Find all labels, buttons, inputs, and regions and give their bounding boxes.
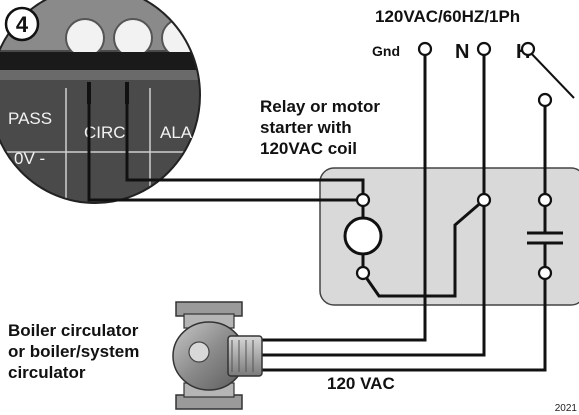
neutral-label: N xyxy=(455,41,469,63)
neutral-terminal xyxy=(476,41,492,57)
hot-switch-terminal xyxy=(537,92,553,108)
pump-label-line1: Boiler circulator xyxy=(8,321,139,340)
pump-label-line3: circulator xyxy=(8,363,86,382)
relay-label-line3: 120VAC coil xyxy=(260,139,357,158)
gnd-terminal xyxy=(417,41,433,57)
step-number: 4 xyxy=(16,12,29,37)
circ-contact-right xyxy=(125,82,129,104)
figure-id: 2021 xyxy=(555,403,578,414)
gnd-label: Gnd xyxy=(372,43,400,59)
supply-spec: 120VAC/60HZ/1Ph xyxy=(375,7,520,26)
relay-label-line1: Relay or motor xyxy=(260,97,380,116)
contact-terminal-top xyxy=(537,192,553,208)
coil-terminal-bottom xyxy=(355,265,371,281)
terminal-label-alarm: ALA xyxy=(160,123,193,142)
neutral-relay-terminal xyxy=(476,192,492,208)
wiring-voltage-label: 120 VAC xyxy=(327,374,395,393)
wires xyxy=(87,49,575,372)
coil-terminal-top xyxy=(355,192,371,208)
step-number-badge xyxy=(4,6,40,42)
contact-terminal-bottom xyxy=(537,265,553,281)
relay-coil xyxy=(343,216,383,256)
terminal-label-pass: PASS xyxy=(8,109,52,128)
terminal-label-circ: CIRC xyxy=(84,123,126,142)
voltage-fragment: 0V - xyxy=(14,149,45,168)
circ-contact-left xyxy=(87,82,91,104)
relay-label-line2: starter with xyxy=(260,118,352,137)
circulator-pump-icon xyxy=(172,301,263,410)
zoom-outline xyxy=(0,0,201,204)
hot-terminal xyxy=(520,41,536,57)
pump-label-line2: or boiler/system xyxy=(8,342,139,361)
relay-box xyxy=(319,167,579,306)
